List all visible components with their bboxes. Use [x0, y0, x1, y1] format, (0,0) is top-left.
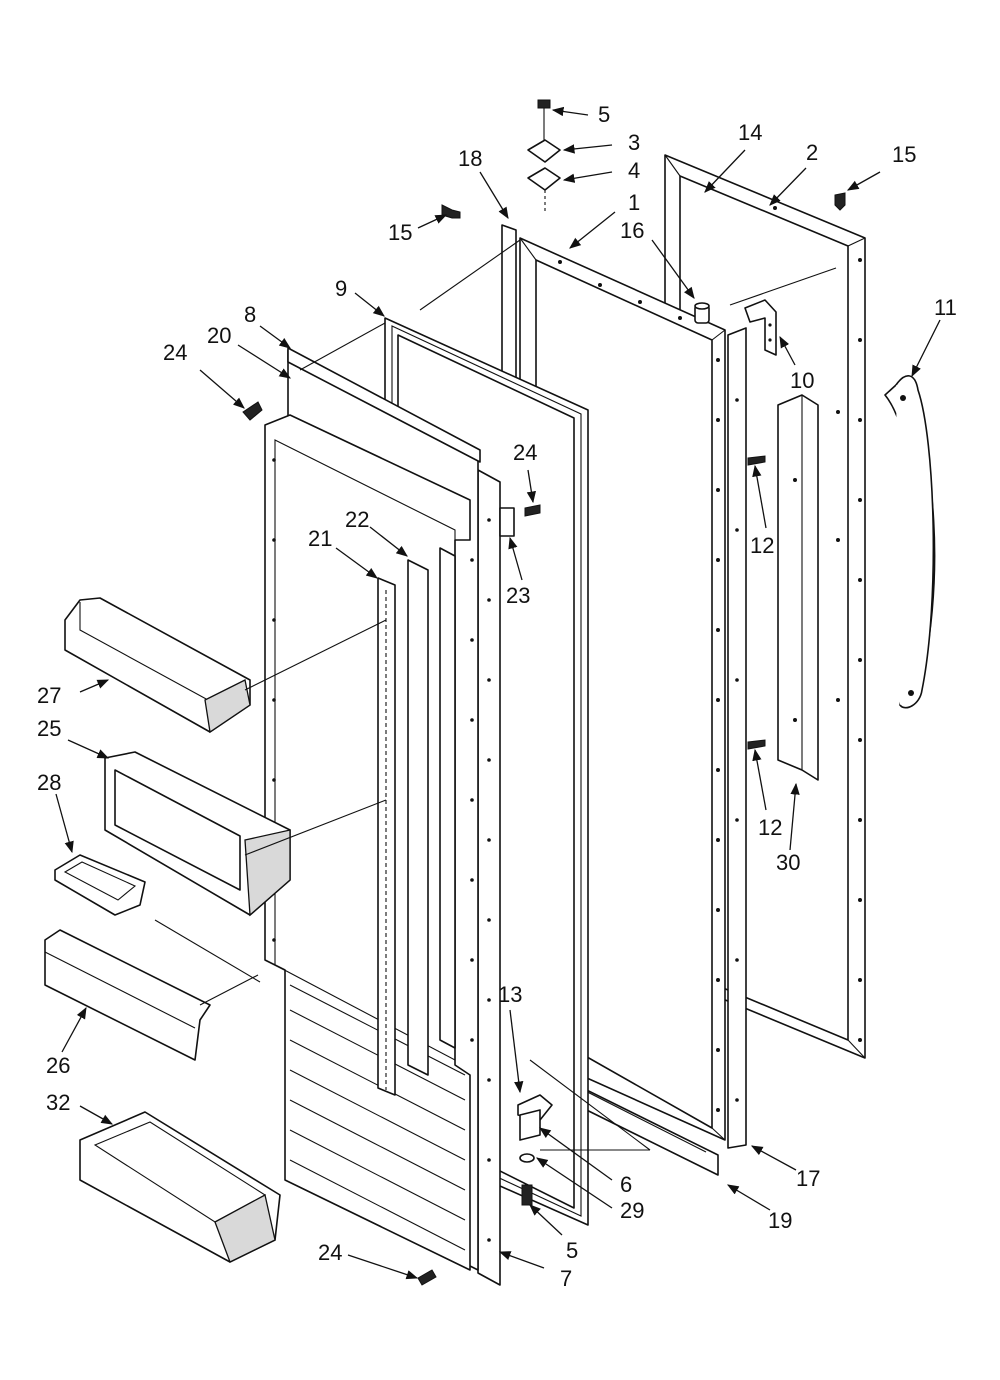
handle-bracket-part-30	[777, 394, 819, 781]
callout-14: 14	[738, 120, 762, 145]
callout-15-right: 15	[892, 142, 916, 167]
callout-26: 26	[46, 1053, 70, 1078]
callout-15-left: 15	[388, 220, 412, 245]
callout-29: 29	[620, 1198, 644, 1223]
leader-arrows	[55, 106, 941, 1280]
callout-12-lower: 12	[758, 815, 782, 840]
panel-2-holes	[773, 206, 862, 1042]
trim-part-21	[377, 577, 396, 1096]
bin-part-26	[44, 929, 211, 1061]
bin-part-25	[104, 751, 291, 917]
clip-part-23	[499, 507, 515, 537]
callout-27: 27	[37, 683, 61, 708]
callout-9: 9	[335, 276, 347, 301]
trim-part-22	[407, 547, 456, 1076]
side-channel-part-7	[477, 469, 501, 1286]
callout-32: 32	[46, 1090, 70, 1115]
spacer-part-16	[694, 302, 710, 324]
callout-19: 19	[768, 1208, 792, 1233]
callout-4: 4	[628, 158, 640, 183]
callout-12-upper: 12	[750, 533, 774, 558]
explosion-lines	[154, 239, 837, 1151]
callout-25: 25	[37, 716, 61, 741]
callout-5-top: 5	[598, 102, 610, 127]
callout-23: 23	[506, 583, 530, 608]
callout-18: 18	[458, 146, 482, 171]
frame-1-holes	[558, 260, 720, 1112]
callout-21: 21	[308, 526, 332, 551]
callout-1: 1	[628, 190, 640, 215]
callout-24-bottom: 24	[318, 1240, 342, 1265]
callout-3: 3	[628, 130, 640, 155]
tray-part-28	[54, 854, 146, 916]
callout-28: 28	[37, 770, 61, 795]
callout-16: 16	[620, 218, 644, 243]
top-strip-part-8	[287, 347, 481, 463]
callout-11: 11	[934, 295, 957, 320]
top-hinge-parts-3-4-5	[527, 99, 561, 212]
vertical-strip-part-17	[727, 327, 747, 1149]
callout-labels: 5 3 4 1 2 14 15 15 18 16 9 8 20 24 10 11…	[37, 102, 957, 1291]
hinge-bracket-part-10	[744, 299, 777, 356]
bin-part-27	[64, 597, 251, 734]
screws	[242, 192, 846, 1286]
callout-7: 7	[560, 1266, 572, 1291]
callout-24-top: 24	[163, 340, 187, 365]
callout-20: 20	[207, 323, 231, 348]
callout-8: 8	[244, 302, 256, 327]
callout-6: 6	[620, 1172, 632, 1197]
callout-30: 30	[776, 850, 800, 875]
callout-13: 13	[498, 982, 522, 1007]
bin-part-32	[79, 1111, 281, 1263]
callout-24-mid: 24	[513, 440, 537, 465]
door-handle-part-11	[884, 375, 936, 709]
callout-22: 22	[345, 507, 369, 532]
bottom-hinge-parts	[517, 1094, 553, 1206]
callout-2: 2	[806, 140, 818, 165]
strip-part-18	[501, 224, 517, 386]
callout-17: 17	[796, 1166, 820, 1191]
callout-10: 10	[790, 368, 814, 393]
callout-5-bottom: 5	[566, 1238, 578, 1263]
